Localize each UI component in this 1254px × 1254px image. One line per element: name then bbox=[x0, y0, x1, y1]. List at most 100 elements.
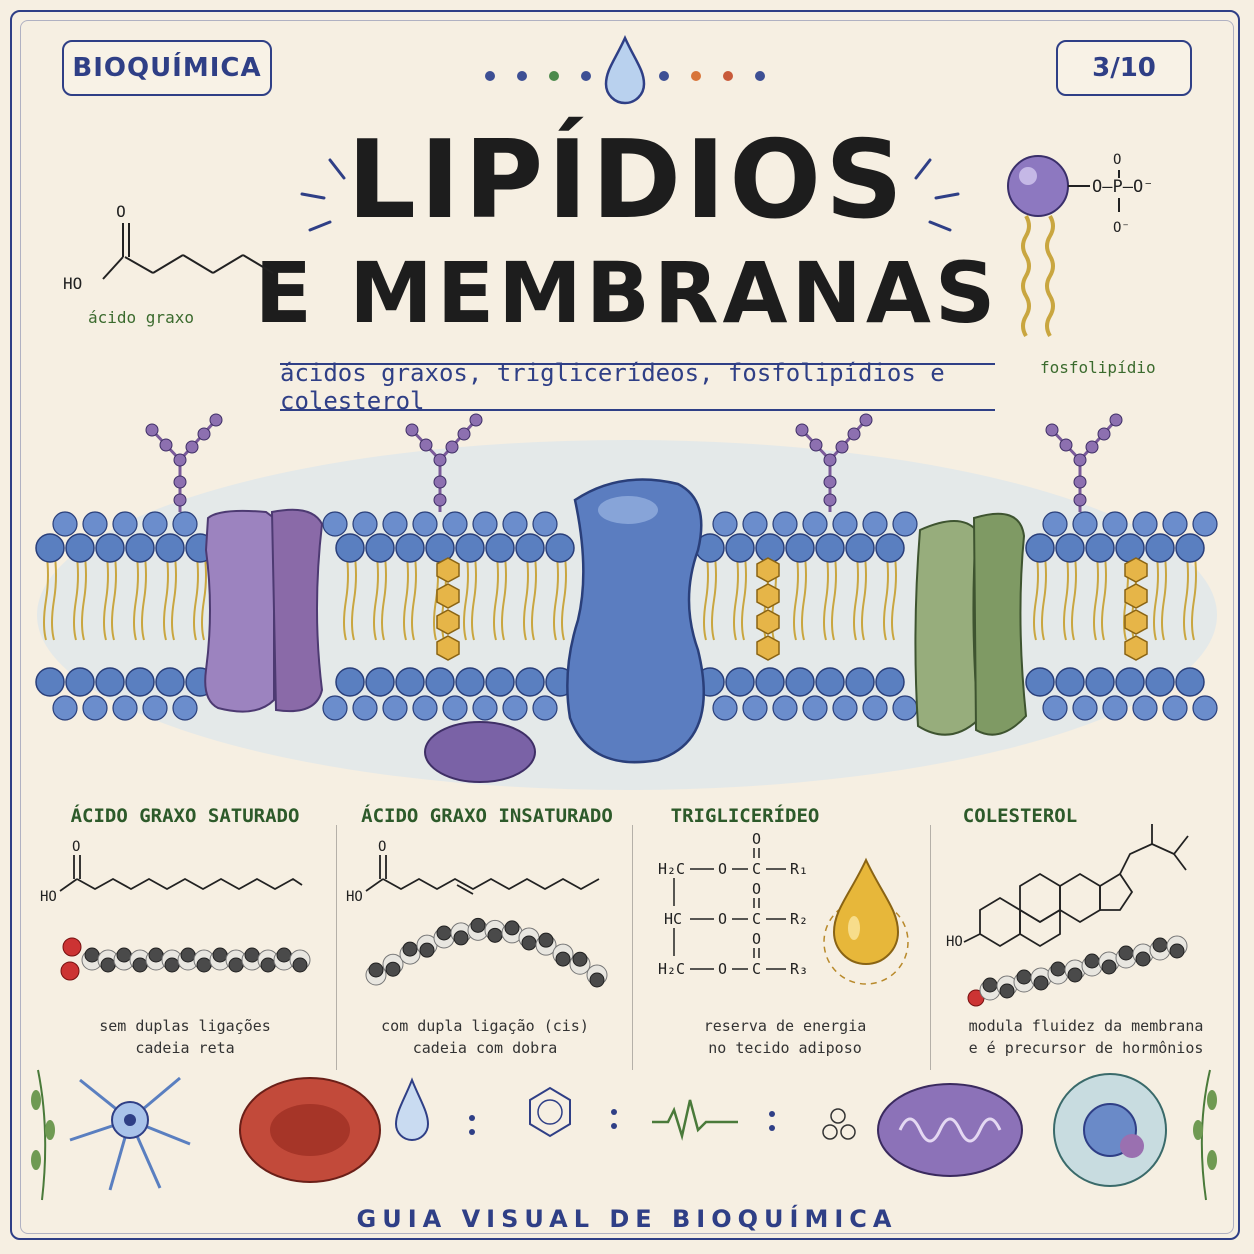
lipid-head-back bbox=[322, 695, 348, 721]
lipid-head-outer bbox=[845, 533, 875, 563]
lipid-tail bbox=[823, 549, 837, 641]
lipid-head-outer bbox=[545, 533, 575, 563]
carbon-atom bbox=[368, 962, 384, 978]
hydroxyl-label: HO bbox=[346, 889, 363, 905]
acyl-r3: R₃ bbox=[790, 960, 808, 978]
lipid-tail bbox=[883, 549, 897, 641]
glycan-bead bbox=[173, 493, 187, 507]
glycan-bead bbox=[835, 440, 849, 454]
lipid-tail bbox=[733, 549, 747, 641]
green-channel-protein-right bbox=[972, 512, 1028, 736]
carbon-atom bbox=[1118, 945, 1134, 961]
lipid-head-back bbox=[712, 695, 738, 721]
glycan-bead bbox=[185, 440, 199, 454]
hydroxyl-label: HO bbox=[946, 934, 963, 950]
lipid-tail bbox=[553, 549, 567, 641]
cholesterol-ring bbox=[436, 557, 460, 583]
lipid-head-outer bbox=[1145, 533, 1175, 563]
footer-illustrations bbox=[31, 1069, 1217, 1201]
lipid-tail bbox=[703, 549, 717, 641]
glycan-bead bbox=[1073, 493, 1087, 507]
desc-triglyceride-line1: reserva de energia bbox=[703, 1017, 867, 1035]
glycan-bead bbox=[457, 427, 471, 441]
lipid-head-back bbox=[862, 695, 888, 721]
lipid-head-outer bbox=[515, 533, 545, 563]
lipid-tail bbox=[1183, 549, 1197, 641]
lipid-head-back bbox=[1162, 695, 1188, 721]
carbon-atom bbox=[292, 957, 308, 973]
header-decoration bbox=[485, 34, 765, 105]
lipid-head-outer bbox=[785, 533, 815, 563]
fatty-acid-caption: ácido graxo bbox=[88, 308, 194, 327]
lipid-head-back bbox=[1102, 511, 1128, 537]
svg-text:O: O bbox=[752, 880, 761, 898]
dots-left bbox=[485, 71, 591, 81]
purple-channel-protein-right bbox=[270, 508, 324, 712]
lipid-head-outer bbox=[365, 533, 395, 563]
svg-text:C: C bbox=[752, 960, 761, 978]
carbon-atom bbox=[1050, 961, 1066, 977]
carbon-atom bbox=[164, 957, 180, 973]
membrane-bilayer-illustration bbox=[35, 413, 1218, 790]
cholesterol-ring bbox=[756, 557, 780, 583]
lipid-head-back bbox=[412, 695, 438, 721]
oxygen-atom bbox=[62, 937, 82, 957]
page-title-line2: E MEMBRANAS bbox=[254, 244, 1000, 342]
desc-unsaturated-line2: cadeia com dobra bbox=[412, 1039, 558, 1057]
lipid-head-outer bbox=[1055, 533, 1085, 563]
lipid-head-back bbox=[802, 511, 828, 537]
lipid-tail bbox=[1063, 549, 1077, 641]
lipid-head-back bbox=[772, 511, 798, 537]
lipid-head-inner bbox=[35, 667, 65, 697]
svg-text:C: C bbox=[752, 860, 761, 878]
category-badge: BIOQUÍMICA bbox=[62, 40, 272, 96]
lipid-head-back bbox=[442, 695, 468, 721]
lipid-head-inner bbox=[365, 667, 395, 697]
lipid-head-outer bbox=[1115, 533, 1145, 563]
lipid-head-back bbox=[1042, 511, 1068, 537]
lipid-head-back bbox=[382, 695, 408, 721]
carbon-atom bbox=[385, 961, 401, 977]
lipid-head-back bbox=[1072, 695, 1098, 721]
lipid-head-back bbox=[802, 695, 828, 721]
carbon-atom bbox=[196, 957, 212, 973]
hydroxyl-label: HO bbox=[40, 889, 57, 905]
lipid-head-inner bbox=[845, 667, 875, 697]
lipid-head-outer bbox=[755, 533, 785, 563]
lipid-head-back bbox=[502, 695, 528, 721]
lipid-head-inner bbox=[1115, 667, 1145, 697]
membrane-cholesterol bbox=[436, 557, 1148, 661]
lipid-head-back bbox=[352, 695, 378, 721]
svg-text:O: O bbox=[752, 930, 761, 948]
lipid-head-back bbox=[472, 695, 498, 721]
carbon-atom bbox=[982, 977, 998, 993]
saturated-space-filling-model bbox=[60, 937, 311, 981]
cholesterol-ring bbox=[1124, 609, 1148, 635]
lipid-head-outer bbox=[335, 533, 365, 563]
lipid-head-inner bbox=[815, 667, 845, 697]
glycerol-carbon-3: H₂C bbox=[658, 960, 685, 978]
lipid-heads bbox=[35, 511, 1218, 721]
oxygen-atom bbox=[60, 961, 80, 981]
glycan-bead bbox=[1097, 427, 1111, 441]
lipid-head-back bbox=[742, 695, 768, 721]
carbon-atom bbox=[572, 951, 588, 967]
lipid-head-back bbox=[532, 695, 558, 721]
carbon-atom bbox=[402, 941, 418, 957]
desc-cholesterol-line2: e é precursor de hormônios bbox=[968, 1039, 1204, 1057]
carbon-atom bbox=[148, 947, 164, 963]
desc-triglyceride: reserva de energia no tecido adiposo bbox=[640, 1015, 930, 1059]
page-frame bbox=[10, 10, 1240, 1240]
glycan-bead bbox=[1045, 423, 1059, 437]
glycan-bead bbox=[823, 493, 837, 507]
lipid-head-back bbox=[112, 695, 138, 721]
lipid-head-inner bbox=[155, 667, 185, 697]
lipid-tail bbox=[73, 549, 87, 641]
svg-text:O: O bbox=[752, 832, 761, 848]
lipid-head-inner bbox=[785, 667, 815, 697]
lipid-tail bbox=[493, 549, 507, 641]
glycan-branch bbox=[1078, 418, 1118, 462]
lipid-head-back bbox=[142, 511, 168, 537]
lipid-head-inner bbox=[335, 667, 365, 697]
glycan-bead bbox=[209, 413, 223, 427]
